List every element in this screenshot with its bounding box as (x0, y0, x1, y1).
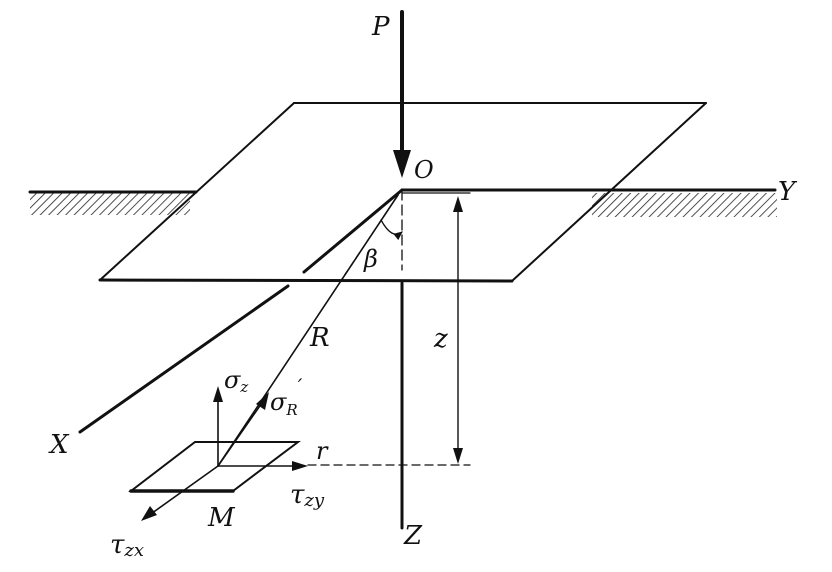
load-label: P (371, 12, 390, 42)
angle-label: β (363, 245, 378, 273)
sigma-z-label: σz (224, 366, 248, 396)
origin-label: O (414, 156, 434, 184)
sigma-r-label: σR′ (270, 374, 303, 419)
depth-dimension (401, 192, 471, 464)
tau-zx-arrow (141, 465, 219, 521)
ground-surface (28, 188, 777, 217)
tau-zy-label: τzy (290, 480, 325, 511)
depth-label: z (433, 324, 448, 354)
angle-arc (380, 219, 403, 241)
point-label: M (207, 503, 236, 533)
x-axis (78, 188, 404, 434)
load-arrow (393, 10, 411, 178)
z-axis-label: Z (403, 521, 423, 551)
sigma-z-arrow (213, 386, 223, 467)
radius-label: R (309, 323, 330, 353)
tau-zx-label: τzx (110, 530, 144, 561)
tau-zy-arrow (217, 461, 308, 471)
sigma-r-arrow (217, 392, 269, 467)
horizontal-plane (98, 102, 707, 283)
y-axis-label: Y (778, 177, 798, 207)
radius-line (217, 194, 399, 467)
radius-line-dashed (339, 194, 399, 283)
x-axis-label: X (48, 430, 70, 460)
r-distance-label: r (316, 437, 329, 465)
ground-hatch-left (30, 193, 190, 215)
ground-hatch-right (592, 193, 777, 217)
